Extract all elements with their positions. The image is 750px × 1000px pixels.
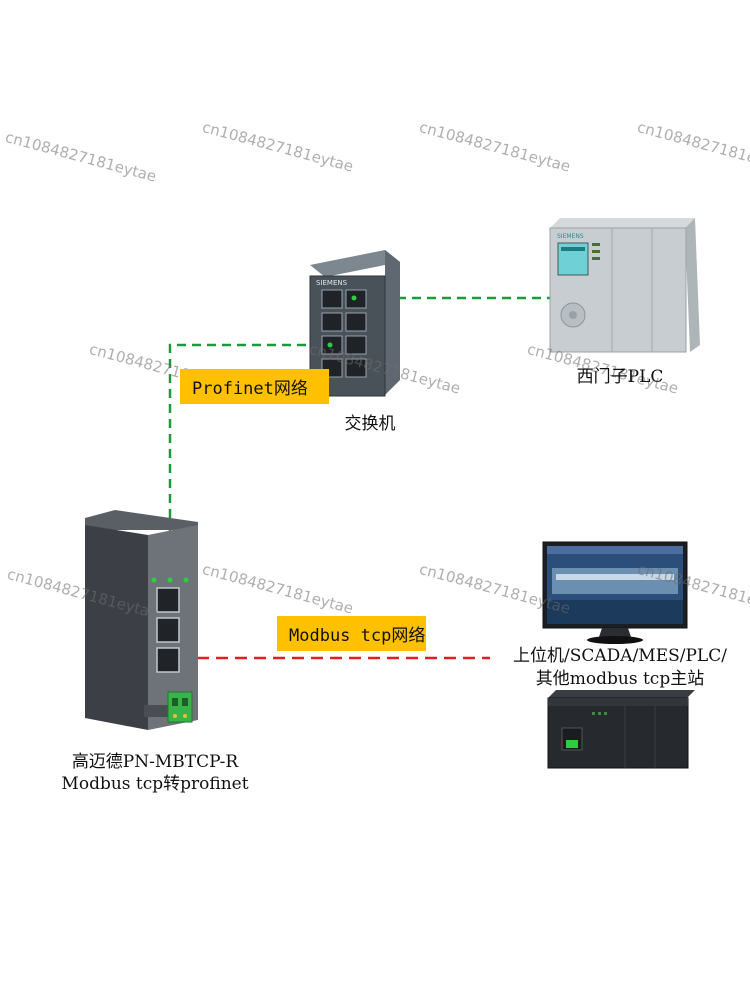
modbus-network-tag: Modbus tcp网络	[277, 616, 426, 651]
master-label-line2: 其他modbus tcp主站	[535, 669, 705, 689]
plc-label: 西门子PLC	[576, 367, 664, 387]
gateway-label-line2: Modbus tcp转profinet	[61, 774, 249, 794]
plc-brand-text: SIEMENS	[557, 233, 584, 240]
plc-device: SIEMENS	[549, 218, 700, 353]
profinet-network-tag: Profinet网络	[180, 369, 329, 404]
gateway-label-line1: 高迈德PN-MBTCP-R	[71, 752, 239, 772]
switch-brand-text: SIEMENS	[316, 279, 348, 287]
master-label-line1: 上位机/SCADA/MES/PLC/	[513, 646, 727, 666]
master-monitor	[542, 541, 688, 644]
gateway-device	[85, 510, 198, 730]
profinet-link-gateway-switch	[168, 343, 330, 578]
switch-label: 交换机	[344, 414, 396, 434]
master-plc-device	[547, 690, 695, 769]
